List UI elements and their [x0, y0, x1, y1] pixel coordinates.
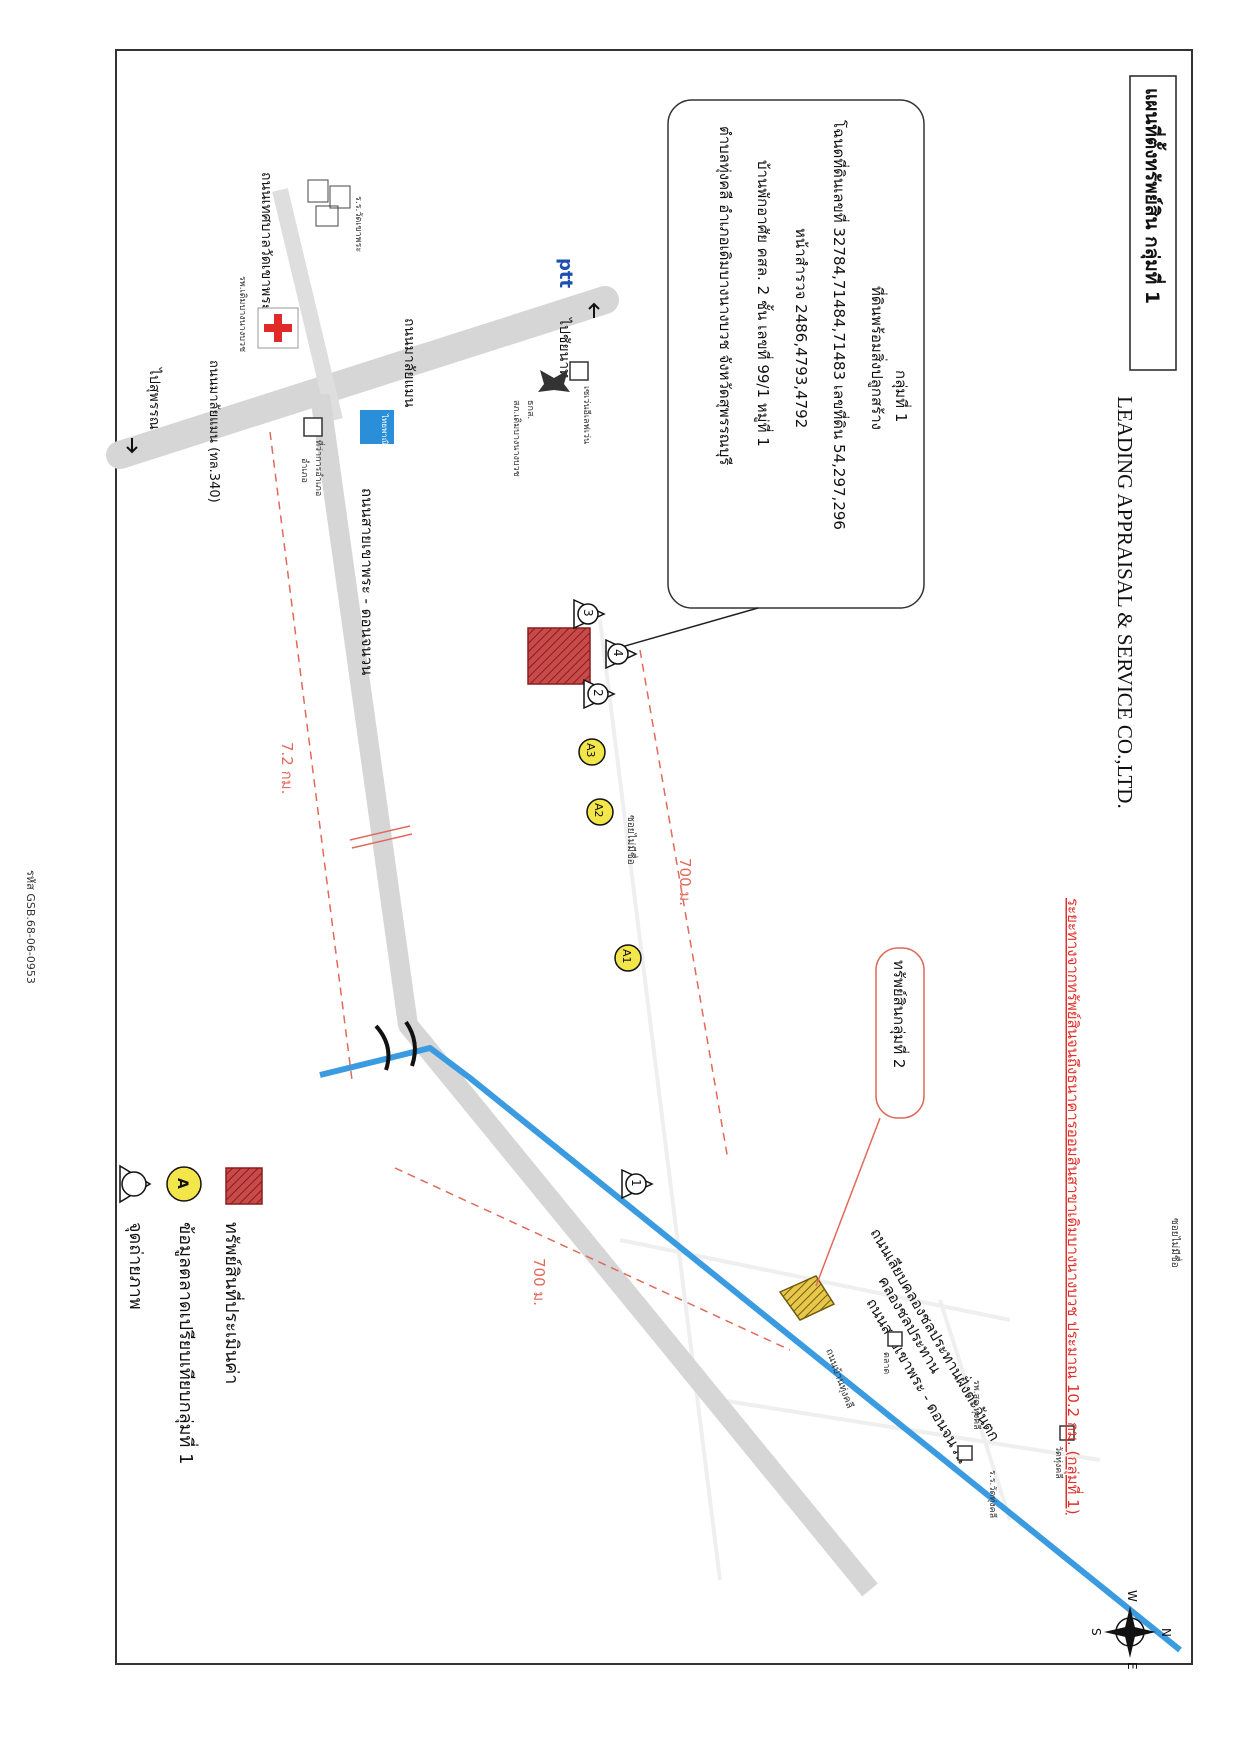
subject-property [527, 627, 591, 685]
baan-road-label: ถนนบ้านทุ่งคลี [823, 1347, 856, 1410]
info-line-4: หน้าสำรวจ 2486,4793,4792 [792, 228, 810, 428]
distance-note: ระยะทางจากทรัพย์สินจนถึงธนาคารออมสินสาขา… [1063, 898, 1084, 1515]
minor-roads [598, 619, 1101, 1581]
school-east-icon [957, 1445, 973, 1461]
company-name: LEADING APPRAISAL & SERVICE CO.,LTD. [1113, 396, 1137, 809]
main-road-label: ถนนสายเขาพระ - ดอนจนวน [358, 488, 376, 675]
market-label: ตลาด [881, 1352, 891, 1374]
info-leader-line [617, 607, 759, 649]
info-line-1: กลุ่มที่ 1 [891, 370, 912, 422]
compass-n: N [1159, 1628, 1173, 1637]
bank-logo [360, 410, 394, 444]
comparable-a1-label: A1 [620, 949, 633, 964]
legend-photo-label: จุดถ่ายภาพ [125, 1222, 146, 1310]
hospital-icon [257, 307, 299, 349]
photo-point-4 [605, 638, 638, 670]
photo-3-label: 3 [581, 609, 595, 617]
photo-point-1 [621, 1168, 654, 1200]
distance-lines [269, 431, 791, 1351]
info-line-5: บ้านพักอาศัย คสล. 2 ชั้น เลขที่ 99/1 หมู… [754, 160, 774, 447]
police-icon [538, 370, 570, 392]
map-title: แผนที่ตั้งทรัพย์สิน กลุ่มที่ 1 [1140, 88, 1167, 304]
compass-w: W [1125, 1590, 1139, 1602]
hospital-label: รพ.เดิมบางนางบวช [237, 276, 248, 352]
to-suphan-label: ไปสุพรรณ [146, 367, 163, 430]
road-break-icon [349, 825, 413, 849]
comparable-a2-icon [586, 798, 614, 826]
highway-label-2: ถนนมาลัยแมน (ทล.340) [206, 360, 221, 503]
bank-logo-text: ไทยพาณิชย์ [380, 413, 390, 455]
highway-label: ถนนมาลัยแมน [401, 318, 417, 408]
comparable-a2-label: A2 [592, 803, 605, 818]
compass-icon [1104, 1606, 1156, 1658]
market-icon [887, 1331, 903, 1347]
legend-comparable-label: ข้อมูลตลาดเปรียบเทียบกลุ่มที่ 1 [175, 1222, 199, 1465]
police-label: สภ.เดิมบางนางบวช [511, 400, 522, 477]
school-icon [307, 179, 351, 227]
map-title-box [1129, 75, 1177, 371]
temple-east-icon [1059, 1425, 1075, 1441]
photo-4-label: 4 [611, 649, 625, 657]
legend-subject-swatch [225, 1167, 263, 1205]
distance-label-2: 700 ม. [676, 858, 694, 906]
legend-comparable-symbol: A [174, 1178, 190, 1189]
soi-right-label: ซอยไม่มีชื่อ [1169, 1218, 1183, 1268]
group-2-label: ทรัพย์สินกลุ่มที่ 2 [889, 960, 910, 1068]
canal-line [319, 1045, 1182, 1653]
seven-eleven-label: เซเว่นอีเลฟเว่น [581, 386, 592, 444]
temple-road-label: ถนนเทศบาลวัดเขาพระ [258, 172, 274, 311]
arrow-down-icon [126, 438, 138, 454]
compass-e: E [1125, 1662, 1139, 1670]
temple-east-label: วัดทุ่งคลี [1053, 1446, 1064, 1479]
photo-point-3 [573, 598, 606, 630]
document-code: รหัส GSB.68-06-0953 [24, 870, 37, 984]
compass-s: S [1089, 1628, 1103, 1636]
photo-point-2 [583, 678, 616, 710]
to-chainat-label: ไปชัยนาท [556, 317, 573, 378]
comparable-a3-icon [578, 738, 606, 766]
legend-subject-label: ทรัพย์สินที่ประเมินค่า [221, 1222, 245, 1384]
comparable-a1-icon [614, 944, 642, 972]
school-label: ร.ร.วัดเขาพระ [353, 196, 363, 252]
arrow-up-icon [588, 302, 600, 318]
legend-photo-icon [119, 1164, 152, 1204]
distance-label-3: 700 ม. [530, 1258, 548, 1306]
distance-label-1: 7.2 กม. [278, 742, 296, 794]
amphur-icon [303, 417, 323, 437]
soi-mid-label: ซอยไม่มีชื่อ [625, 815, 639, 865]
info-box [667, 99, 925, 609]
district-label: อำเภอ [299, 458, 310, 483]
highway-road [106, 286, 619, 469]
map-frame [115, 49, 1193, 1665]
comparable-a3-label: A3 [584, 743, 597, 758]
photo-1-label: 1 [629, 1179, 643, 1187]
info-line-6: ตำบลทุ่งคลี อำเภอเดิมบางนางบวช จังหวัดสุ… [715, 126, 734, 465]
legend-comparable-icon [166, 1166, 202, 1202]
temple-road [272, 188, 343, 422]
school-east-label: ร.ร.วัดทุ่งคลี [987, 1470, 998, 1518]
info-line-3: โฉนดที่ดินเลขที่ 32784,71484,71483 เลขที… [830, 120, 850, 530]
info-line-2: ที่ดินพร้อมสิ่งปลูกสร้าง [868, 286, 888, 430]
photo-2-label: 2 [591, 689, 605, 697]
bank-label: ธกส. [525, 400, 535, 419]
group-2-property [778, 1275, 836, 1321]
ptt-logo: ptt [555, 258, 576, 288]
health-center-label: รพ.สต.ทุ่งคลี [971, 1380, 982, 1430]
group-2-leader [815, 1117, 881, 1287]
seven-eleven-icon [569, 361, 589, 381]
group-2-callout [875, 947, 925, 1119]
bridge-icon [374, 1020, 417, 1071]
amphur-label: ที่ว่าการอำเภอ [313, 440, 326, 496]
